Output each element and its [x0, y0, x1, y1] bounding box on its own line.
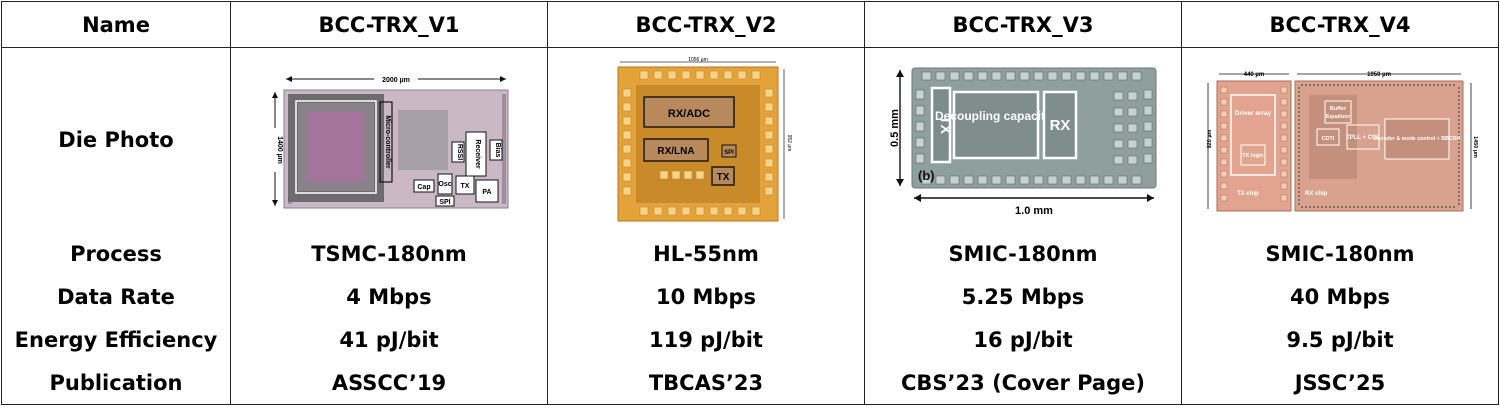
- cell-process-v3: SMIC-180nm: [864, 232, 1182, 276]
- cell-data-rate-v1: 4 Mbps: [230, 275, 548, 319]
- v1-block-rssi: RSSI: [456, 144, 463, 160]
- die-photo-v1: Micro-controller Receiver RSSI Bias Cap …: [266, 70, 512, 210]
- v1-block-osc: Osc: [438, 181, 451, 188]
- v1-block-pa: PA: [482, 189, 491, 196]
- v3-width-label: 1.0 mm: [1015, 205, 1053, 217]
- die-photo-v3: TX Decoupling capacitor RX (b) 1.0 mm 0.…: [888, 62, 1158, 218]
- row-label-energy-efficiency: Energy Efficiency: [1, 318, 231, 362]
- v2-block-spi: SPI: [724, 150, 734, 156]
- v4-block-zpll-ccl: ZPLL + CCL: [1346, 135, 1380, 141]
- cell-publication-v4: JSSC’25: [1181, 361, 1499, 406]
- v3-block-tx: TX: [938, 116, 954, 135]
- v4-width-label-left: 440 µm: [1244, 72, 1264, 78]
- cell-energy-efficiency-v1: 41 pJ/bit: [230, 318, 548, 362]
- die-photo-row: Die Photo Micro-controller: [1, 47, 1499, 233]
- die-photo-v3-cell: TX Decoupling capacitor RX (b) 1.0 mm 0.…: [864, 47, 1182, 233]
- v4-block-tx-logic: TX logic: [1242, 153, 1263, 159]
- v4-block-equalizer: Equalizer: [1326, 114, 1351, 120]
- header-name: Name: [1, 0, 231, 49]
- v1-height-label: 1400 µm: [276, 136, 283, 164]
- v1-block-receiver: Receiver: [474, 139, 481, 168]
- process-row: Process TSMC-180nm HL-55nm SMIC-180nm SM…: [1, 232, 1499, 276]
- data-rate-row: Data Rate 4 Mbps 10 Mbps 5.25 Mbps 40 Mb…: [1, 275, 1499, 319]
- cell-data-rate-v2: 10 Mbps: [547, 275, 865, 319]
- die-photo-v2-cell: RX/ADC RX/LNA SPI TX 1056 µm 952 µm: [547, 47, 865, 233]
- v1-block-spi: SPI: [439, 199, 450, 206]
- cell-publication-v2: TBCAS’23: [547, 361, 865, 406]
- v3-panel-label: (b): [918, 168, 935, 183]
- cell-process-v4: SMIC-180nm: [1181, 232, 1499, 276]
- header-row: Name BCC-TRX_V1 BCC-TRX_V2 BCC-TRX_V3 BC…: [1, 0, 1499, 49]
- publication-row: Publication ASSCC’19 TBCAS’23 CBS’23 (Co…: [1, 361, 1499, 406]
- v1-block-bias: Bias: [494, 143, 501, 158]
- row-label-data-rate: Data Rate: [1, 275, 231, 319]
- v4-block-tx-chip: TX chip: [1237, 191, 1259, 197]
- row-label-process: Process: [1, 232, 231, 276]
- cell-energy-efficiency-v2: 119 pJ/bit: [547, 318, 865, 362]
- cell-data-rate-v4: 40 Mbps: [1181, 275, 1499, 319]
- die-photo-v4-cell: Driver array TX logic TX chip Buffer Equ…: [1181, 47, 1499, 233]
- header-chip-v4: BCC-TRX_V4: [1181, 0, 1499, 49]
- v1-block-micro-controller: Micro-controller: [384, 115, 391, 169]
- cell-publication-v1: ASSCC’19: [230, 361, 548, 406]
- cell-energy-efficiency-v4: 9.5 pJ/bit: [1181, 318, 1499, 362]
- cell-data-rate-v3: 5.25 Mbps: [864, 275, 1182, 319]
- v1-block-cap: Cap: [417, 184, 430, 191]
- header-chip-v3: BCC-TRX_V3: [864, 0, 1182, 49]
- cell-publication-v3: CBS’23 (Cover Page): [864, 361, 1182, 406]
- cell-process-v2: HL-55nm: [547, 232, 865, 276]
- v4-height-label-right: 1450 µm: [1472, 136, 1478, 158]
- v2-block-rx-adc: RX/ADC: [668, 108, 710, 120]
- die-photo-v1-cell: Micro-controller Receiver RSSI Bias Cap …: [230, 47, 548, 233]
- cell-process-v1: TSMC-180nm: [230, 232, 548, 276]
- v4-block-driver-array: Driver array: [1235, 110, 1272, 117]
- v2-block-rx-lna: RX/LNA: [657, 146, 694, 157]
- cell-energy-efficiency-v3: 16 pJ/bit: [864, 318, 1182, 362]
- v4-block-cdti: CDTI: [1322, 136, 1335, 142]
- v2-block-tx: TX: [717, 172, 730, 183]
- header-chip-v1: BCC-TRX_V1: [230, 0, 548, 49]
- v3-height-label: 0.5 mm: [889, 109, 901, 147]
- header-chip-v2: BCC-TRX_V2: [547, 0, 865, 49]
- v2-width-label: 1056 µm: [688, 57, 708, 63]
- v1-width-label: 2000 µm: [382, 77, 410, 84]
- v4-block-rx-chip: RX chip: [1305, 191, 1328, 197]
- v2-height-label: 952 µm: [786, 135, 792, 152]
- row-label-die-photo: Die Photo: [1, 47, 231, 233]
- die-photo-v2: RX/ADC RX/LNA SPI TX 1056 µm 952 µm: [616, 57, 796, 223]
- die-photo-v4: Driver array TX logic TX chip Buffer Equ…: [1201, 67, 1479, 213]
- v1-block-tx: TX: [461, 183, 470, 190]
- v4-block-decoder: Decoder & mode control + BBCDR: [1374, 136, 1461, 142]
- v4-height-label-left: 920 µm: [1207, 130, 1213, 149]
- v4-block-buffer: Buffer: [1330, 106, 1347, 112]
- v3-block-decoupling-capacitor: Decoupling capacitor: [935, 109, 1057, 123]
- v3-block-rx: RX: [1050, 117, 1071, 134]
- row-label-publication: Publication: [1, 361, 231, 406]
- v4-width-label-right: 1950 µm: [1367, 72, 1391, 78]
- energy-efficiency-row: Energy Efficiency 41 pJ/bit 119 pJ/bit 1…: [1, 318, 1499, 362]
